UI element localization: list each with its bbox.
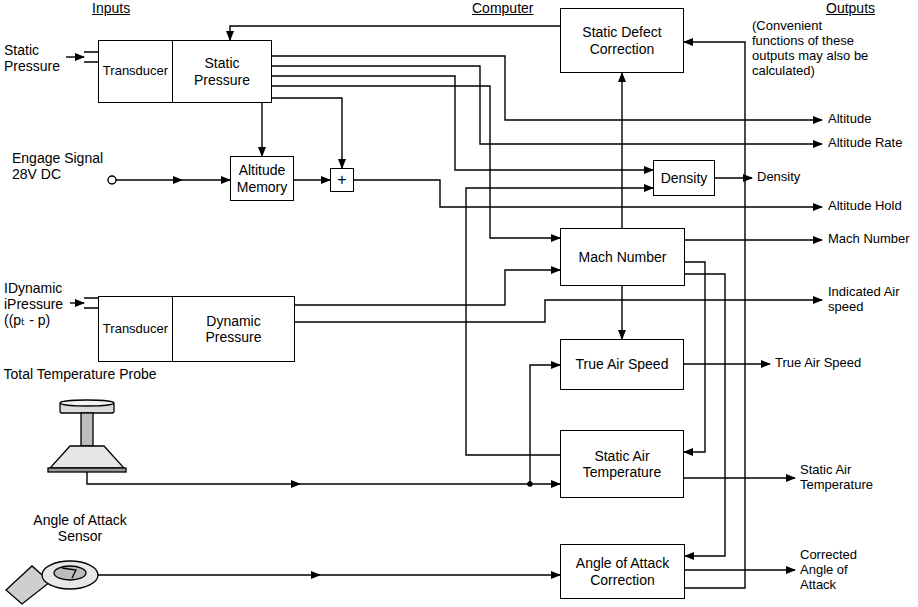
connector — [261, 103, 262, 156]
process-box: + — [330, 168, 354, 192]
label-holder: Inputs — [92, 0, 130, 16]
output-arrow — [715, 177, 752, 178]
process-box: Density — [653, 160, 715, 196]
process-box: True Air Speed — [560, 339, 684, 390]
junction-dot — [527, 481, 533, 487]
text-label: iPressure — [4, 296, 63, 312]
label-holder: Altitude Rate — [828, 136, 902, 151]
box-label: + — [337, 171, 346, 189]
text-label: IDynamic — [4, 280, 62, 296]
text-label: Angle of Attack Sensor — [33, 512, 126, 544]
label-holder: Corrected Angle of Attack — [800, 548, 880, 593]
connector — [621, 73, 622, 228]
process-box: Mach Number — [560, 228, 685, 286]
text-label: Engage Signal 28V DC — [12, 150, 103, 182]
box-label: Density — [661, 170, 708, 186]
text-label: Altitude Rate — [828, 135, 902, 150]
box-label: Static Pressure — [177, 55, 267, 87]
text-label: Indicated Air speed — [828, 284, 900, 314]
connector — [685, 274, 725, 556]
process-box: Static Defect Correction — [560, 8, 684, 73]
text-label: Density — [757, 169, 800, 184]
pressure-line — [84, 52, 98, 62]
aoa-sensor — [6, 561, 98, 604]
text-label: Computer — [472, 0, 533, 16]
label-holder: Outputs — [826, 0, 875, 16]
signal-wire — [182, 179, 230, 180]
text-label: Static Air Temperature — [800, 462, 873, 492]
label-holder: Indicated Air speed — [828, 285, 908, 315]
connector — [295, 270, 560, 305]
process-box: Static Pressure — [172, 40, 272, 103]
sensor-wire — [320, 574, 560, 575]
box-label: Transducer — [103, 64, 168, 79]
process-box: Altitude Memory — [230, 156, 294, 201]
label-holder: Density — [757, 170, 800, 185]
probe-wire — [87, 472, 300, 484]
connector — [621, 286, 622, 339]
box-label: Static Defect Correction — [565, 24, 679, 56]
text-label: ((pₜ - p) — [4, 312, 50, 328]
text-label: Altitude Hold — [828, 198, 902, 213]
connector — [294, 179, 330, 180]
output-arrow — [354, 180, 822, 207]
text-label: Mach Number — [828, 231, 910, 246]
text-label: (Convenient functions of these outputs m… — [752, 18, 868, 78]
temperature-probe — [48, 400, 126, 472]
output-arrow — [684, 363, 770, 364]
label-holder: Computer — [472, 0, 533, 16]
text-label: Outputs — [826, 0, 875, 16]
label-holder: IDynamic — [4, 280, 62, 296]
label-holder: iPressure — [4, 296, 63, 312]
label-holder: True Air Speed — [775, 356, 861, 371]
connector — [684, 262, 705, 452]
text-label: Altitude — [828, 111, 871, 126]
output-arrow — [684, 477, 795, 478]
probe-wire — [300, 483, 560, 484]
output-arrow — [295, 300, 822, 322]
label-holder: Engage Signal 28V DC — [12, 150, 108, 182]
output-arrow — [685, 569, 795, 570]
label-holder: ((pₜ - p) — [4, 312, 50, 328]
text-label: Total Temperature Probe — [3, 366, 156, 382]
signal-wire — [116, 179, 182, 180]
connector — [684, 42, 745, 588]
label-holder: Static Pressure — [4, 42, 66, 74]
box-label: Dynamic Pressure — [177, 313, 290, 345]
box-label: Transducer — [103, 322, 168, 337]
input-arrow — [66, 56, 84, 57]
sensor-wire — [98, 574, 320, 575]
process-box: Dynamic Pressure — [172, 296, 295, 362]
box-label: Mach Number — [579, 249, 667, 265]
box-label: Altitude Memory — [235, 162, 289, 194]
label-holder: Total Temperature Probe — [0, 366, 160, 382]
output-arrow — [685, 239, 822, 240]
box-label: True Air Speed — [576, 356, 669, 372]
process-box: Angle of Attack Correction — [560, 544, 685, 599]
label-holder: Altitude — [828, 112, 871, 127]
terminal-circle — [108, 176, 116, 184]
connector — [272, 76, 653, 170]
connector — [272, 86, 560, 238]
connector — [230, 26, 560, 40]
box-label: Static Air Temperature — [565, 448, 679, 480]
process-box: Transducer — [98, 40, 173, 103]
text-label: Inputs — [92, 0, 130, 16]
process-box: Transducer — [98, 296, 173, 362]
text-label: Corrected Angle of Attack — [800, 547, 857, 592]
label-holder: Angle of Attack Sensor — [10, 512, 150, 544]
label-holder: (Convenient functions of these outputs m… — [752, 19, 877, 79]
probe-wire — [530, 365, 560, 484]
label-holder: Altitude Hold — [828, 199, 902, 214]
text-label: True Air Speed — [775, 355, 861, 370]
box-label: Angle of Attack Correction — [565, 555, 680, 587]
text-label: Static Pressure — [4, 42, 60, 74]
label-holder: Mach Number — [828, 232, 910, 247]
output-arrow — [272, 66, 822, 144]
input-arrow — [70, 302, 84, 303]
pressure-line — [84, 298, 98, 308]
label-holder: Static Air Temperature — [800, 463, 910, 493]
process-box: Static Air Temperature — [560, 430, 684, 498]
